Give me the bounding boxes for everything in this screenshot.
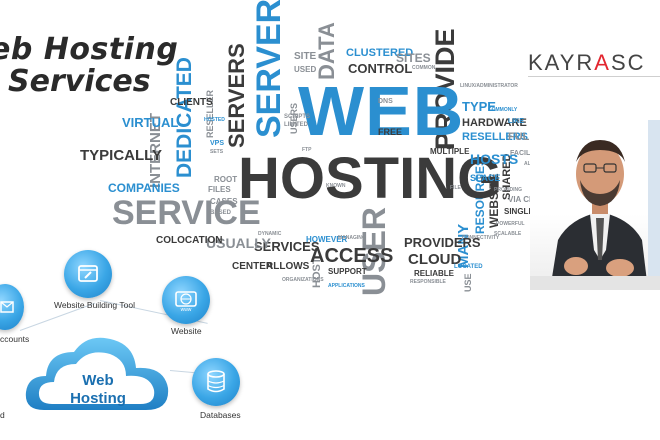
logo-text-accent: A [594,50,611,75]
title-line-1: eb Hosting [0,32,179,67]
word-server: SERVER [250,0,288,138]
website-node[interactable]: www [162,276,210,324]
word-common: COMMON [412,65,436,71]
word-cloud: CLOUD [408,251,462,268]
word-organizations: ORGANIZATIONS [282,277,324,283]
accounts-node[interactable] [0,284,24,330]
word-companies: COMPANIES [108,181,180,195]
word-however: HOWEVER [306,235,348,244]
word-providers: PROVIDERS [404,235,481,250]
word-services: SERVICES [254,239,320,254]
word-managing: MANAGING [338,235,366,241]
word-clients: CLIENTS [170,97,213,108]
accounts-label: ccounts [0,334,30,344]
builder-tool-icon [78,265,98,282]
word-clustered: CLUSTERED [346,47,414,59]
word-sites: SITES [396,51,431,65]
word-used: USED [294,65,317,74]
word-space: SPACE [470,173,501,183]
svg-text:www: www [181,307,192,313]
word-file: FILE [450,185,461,191]
word-cases: CASES [210,197,238,206]
word-linux-admin: LINUX/ADMINISTRATOR [460,83,518,89]
word-files: FILES [208,185,231,194]
word-applications: APPLICATIONS [328,283,365,289]
word-commonly: COMMONLY [488,107,518,113]
logo-text-1: KAYR [528,50,595,75]
word-site: SITE [294,51,317,62]
website-label: Website [171,326,202,336]
logo-text-2: SC [610,50,646,75]
web-hosting-label: Web Hosting [70,372,126,407]
word-usually: USUALLY [206,235,271,251]
word-vps: VPS [210,140,225,147]
logo-divider [528,76,660,77]
word-responsible: RESPONSIBLE [410,279,446,285]
word-web: WEB [298,72,465,150]
databases-node[interactable] [192,358,240,406]
word-providing: PROVIDING [494,187,523,193]
word-allows: ALLOWS [266,261,310,272]
word-free: FREE [378,127,403,137]
word-center: CENTER [232,261,274,272]
globe-icon: www [175,291,197,313]
word-scripts: SCRIPTS [284,114,311,120]
word-full: FULL [508,131,537,143]
word-hosts: HOSTS [470,151,519,167]
word-based: BASED [210,210,232,216]
word-sets: SETS [210,149,224,155]
word-hosted: HOSTED [204,117,225,123]
word-scalable: SCALABLE [494,231,522,237]
word-limited: LIMITED [284,122,308,128]
word-reliable: RELIABLE [414,269,454,278]
website-builder-label: Website Building Tool [54,300,135,310]
banner-title: eb Hosting Services [0,34,178,98]
web-hosting-cloud[interactable] [22,330,172,420]
word-servers: SERVERS [224,43,249,148]
word-support: SUPPORT [328,267,367,276]
word-resellers: RESELLERS [462,131,529,143]
presenter-illustration [530,100,660,290]
word-colocation: COLOCATION [156,235,223,246]
databases-label: Databases [200,410,241,420]
word-dns: DNS [378,98,393,105]
brand-logo: KAYRASC [528,50,646,76]
word-cloud: SERVER SERVERS DEDICATED INTERNET PROVID… [70,0,552,298]
word-facilities: FACILITIES [510,150,548,157]
title-line-2: Services [8,64,151,99]
word-access: ACCESS [310,245,394,267]
word-hosting: HOSTING [238,146,503,211]
word-typically: TYPICALLY [80,147,162,164]
word-ftp: FTP [302,147,312,153]
database-icon [207,370,225,393]
mail-icon [0,301,14,313]
word-hardware: HARDWARE [462,117,527,129]
word-like: LIKE [508,118,524,125]
bottom-left-label: d [0,410,5,420]
word-dynamic: DYNAMIC [258,231,282,237]
word-multiple: MULTIPLE [430,147,470,156]
presenter-photo [530,100,660,290]
word-type: TYPE [462,99,496,114]
word-connectivity: CONNECTIVITY [462,235,500,241]
word-single: SINGLE [504,207,534,216]
word-known: KNOWN [326,183,346,189]
word-located: LOCATED [454,264,483,270]
website-builder-node[interactable] [64,250,112,298]
word-virtual: VIRTUAL [122,115,179,130]
word-root: ROOT [214,175,238,184]
word-control: CONTROL [348,61,413,76]
word-powerful: POWERFUL [496,221,525,227]
word-service: SERVICE [112,194,261,232]
word-use: USE [463,273,473,292]
